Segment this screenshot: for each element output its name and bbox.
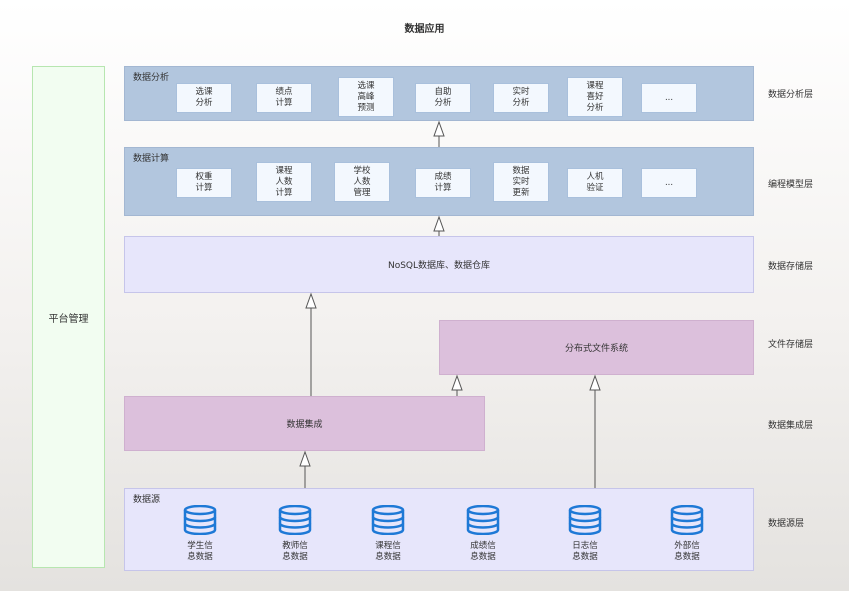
- database-icon: [183, 504, 217, 536]
- analysis-box-course-preference: 课程 喜好 分析: [567, 77, 623, 117]
- data-source-layer: 数据源: [124, 488, 754, 571]
- data-source-item: 日志信 息数据: [555, 504, 615, 563]
- data-source-title: 数据源: [133, 495, 161, 505]
- data-source-label: 成绩信 息数据: [470, 541, 496, 562]
- database-icon: [568, 504, 602, 536]
- analysis-box-realtime: 实时 分析: [493, 83, 549, 113]
- analysis-box-gpa: 绩点 计算: [256, 83, 312, 113]
- diagram-title: 数据应用: [404, 24, 445, 35]
- file-storage-layer: 分布式文件系统: [439, 320, 754, 375]
- arrowhead-sources-to-integration: [299, 450, 311, 467]
- compute-box-weight: 权重 计算: [176, 168, 232, 198]
- data-source-label: 日志信 息数据: [572, 541, 598, 562]
- data-analysis-layer: 数据分析 选课 分析 绩点 计算 选课 高峰 预测 自助 分析 实时 分析 课程…: [124, 66, 754, 121]
- database-icon: [371, 504, 405, 536]
- data-compute-layer: 数据计算 权重 计算 课程 人数 计算 学校 人数 管理 成绩 计算 数据 实时…: [124, 147, 754, 216]
- data-source-item: 外部信 息数据: [657, 504, 717, 563]
- compute-box-captcha: 人机 验证: [567, 168, 623, 198]
- database-icon: [466, 504, 500, 536]
- integration-text: 数据集成: [286, 420, 323, 430]
- arrowhead-compute-to-analysis: [433, 120, 445, 137]
- platform-label: 平台管理: [48, 313, 89, 325]
- analysis-box-self-service: 自助 分析: [415, 83, 471, 113]
- arrowhead-integration-to-filestore: [451, 374, 463, 391]
- data-storage-layer: NoSQL数据库、数据仓库: [124, 236, 754, 293]
- data-source-item: 成绩信 息数据: [453, 504, 513, 563]
- label-data-source-layer: 数据源层: [768, 519, 805, 529]
- data-source-item: 学生信 息数据: [170, 504, 230, 563]
- compute-box-course-count: 课程 人数 计算: [256, 162, 312, 202]
- label-programming-model-layer: 编程模型层: [768, 180, 814, 190]
- analysis-box-course-selection: 选课 分析: [176, 83, 232, 113]
- database-icon: [278, 504, 312, 536]
- data-source-item: 课程信 息数据: [358, 504, 418, 563]
- analysis-box-peak-prediction: 选课 高峰 预测: [338, 77, 394, 117]
- data-source-item: 教师信 息数据: [265, 504, 325, 563]
- compute-box-more: ...: [641, 168, 697, 198]
- data-source-label: 学生信 息数据: [187, 541, 213, 562]
- database-icon: [670, 504, 704, 536]
- data-source-label: 课程信 息数据: [375, 541, 401, 562]
- platform-management-box: 平台管理: [32, 66, 105, 568]
- arrowhead-sources-to-filestore: [589, 374, 601, 391]
- arrowhead-integration-to-storage: [305, 292, 317, 309]
- data-source-label: 外部信 息数据: [674, 541, 700, 562]
- analysis-box-more: ...: [641, 83, 697, 113]
- label-data-analysis-layer: 数据分析层: [768, 90, 814, 100]
- storage-text: NoSQL数据库、数据仓库: [387, 261, 491, 271]
- filestore-text: 分布式文件系统: [564, 344, 628, 354]
- data-source-label: 教师信 息数据: [282, 541, 308, 562]
- compute-box-school-count: 学校 人数 管理: [334, 162, 390, 202]
- data-integration-layer: 数据集成: [124, 396, 485, 451]
- arrowhead-storage-to-compute: [433, 215, 445, 232]
- compute-box-grade: 成绩 计算: [415, 168, 471, 198]
- compute-box-realtime-update: 数据 实时 更新: [493, 162, 549, 202]
- label-data-integration-layer: 数据集成层: [768, 421, 814, 431]
- label-file-storage-layer: 文件存储层: [768, 340, 814, 350]
- data-analysis-title: 数据分析: [133, 73, 170, 83]
- data-compute-title: 数据计算: [133, 154, 170, 164]
- label-data-storage-layer: 数据存储层: [768, 262, 814, 272]
